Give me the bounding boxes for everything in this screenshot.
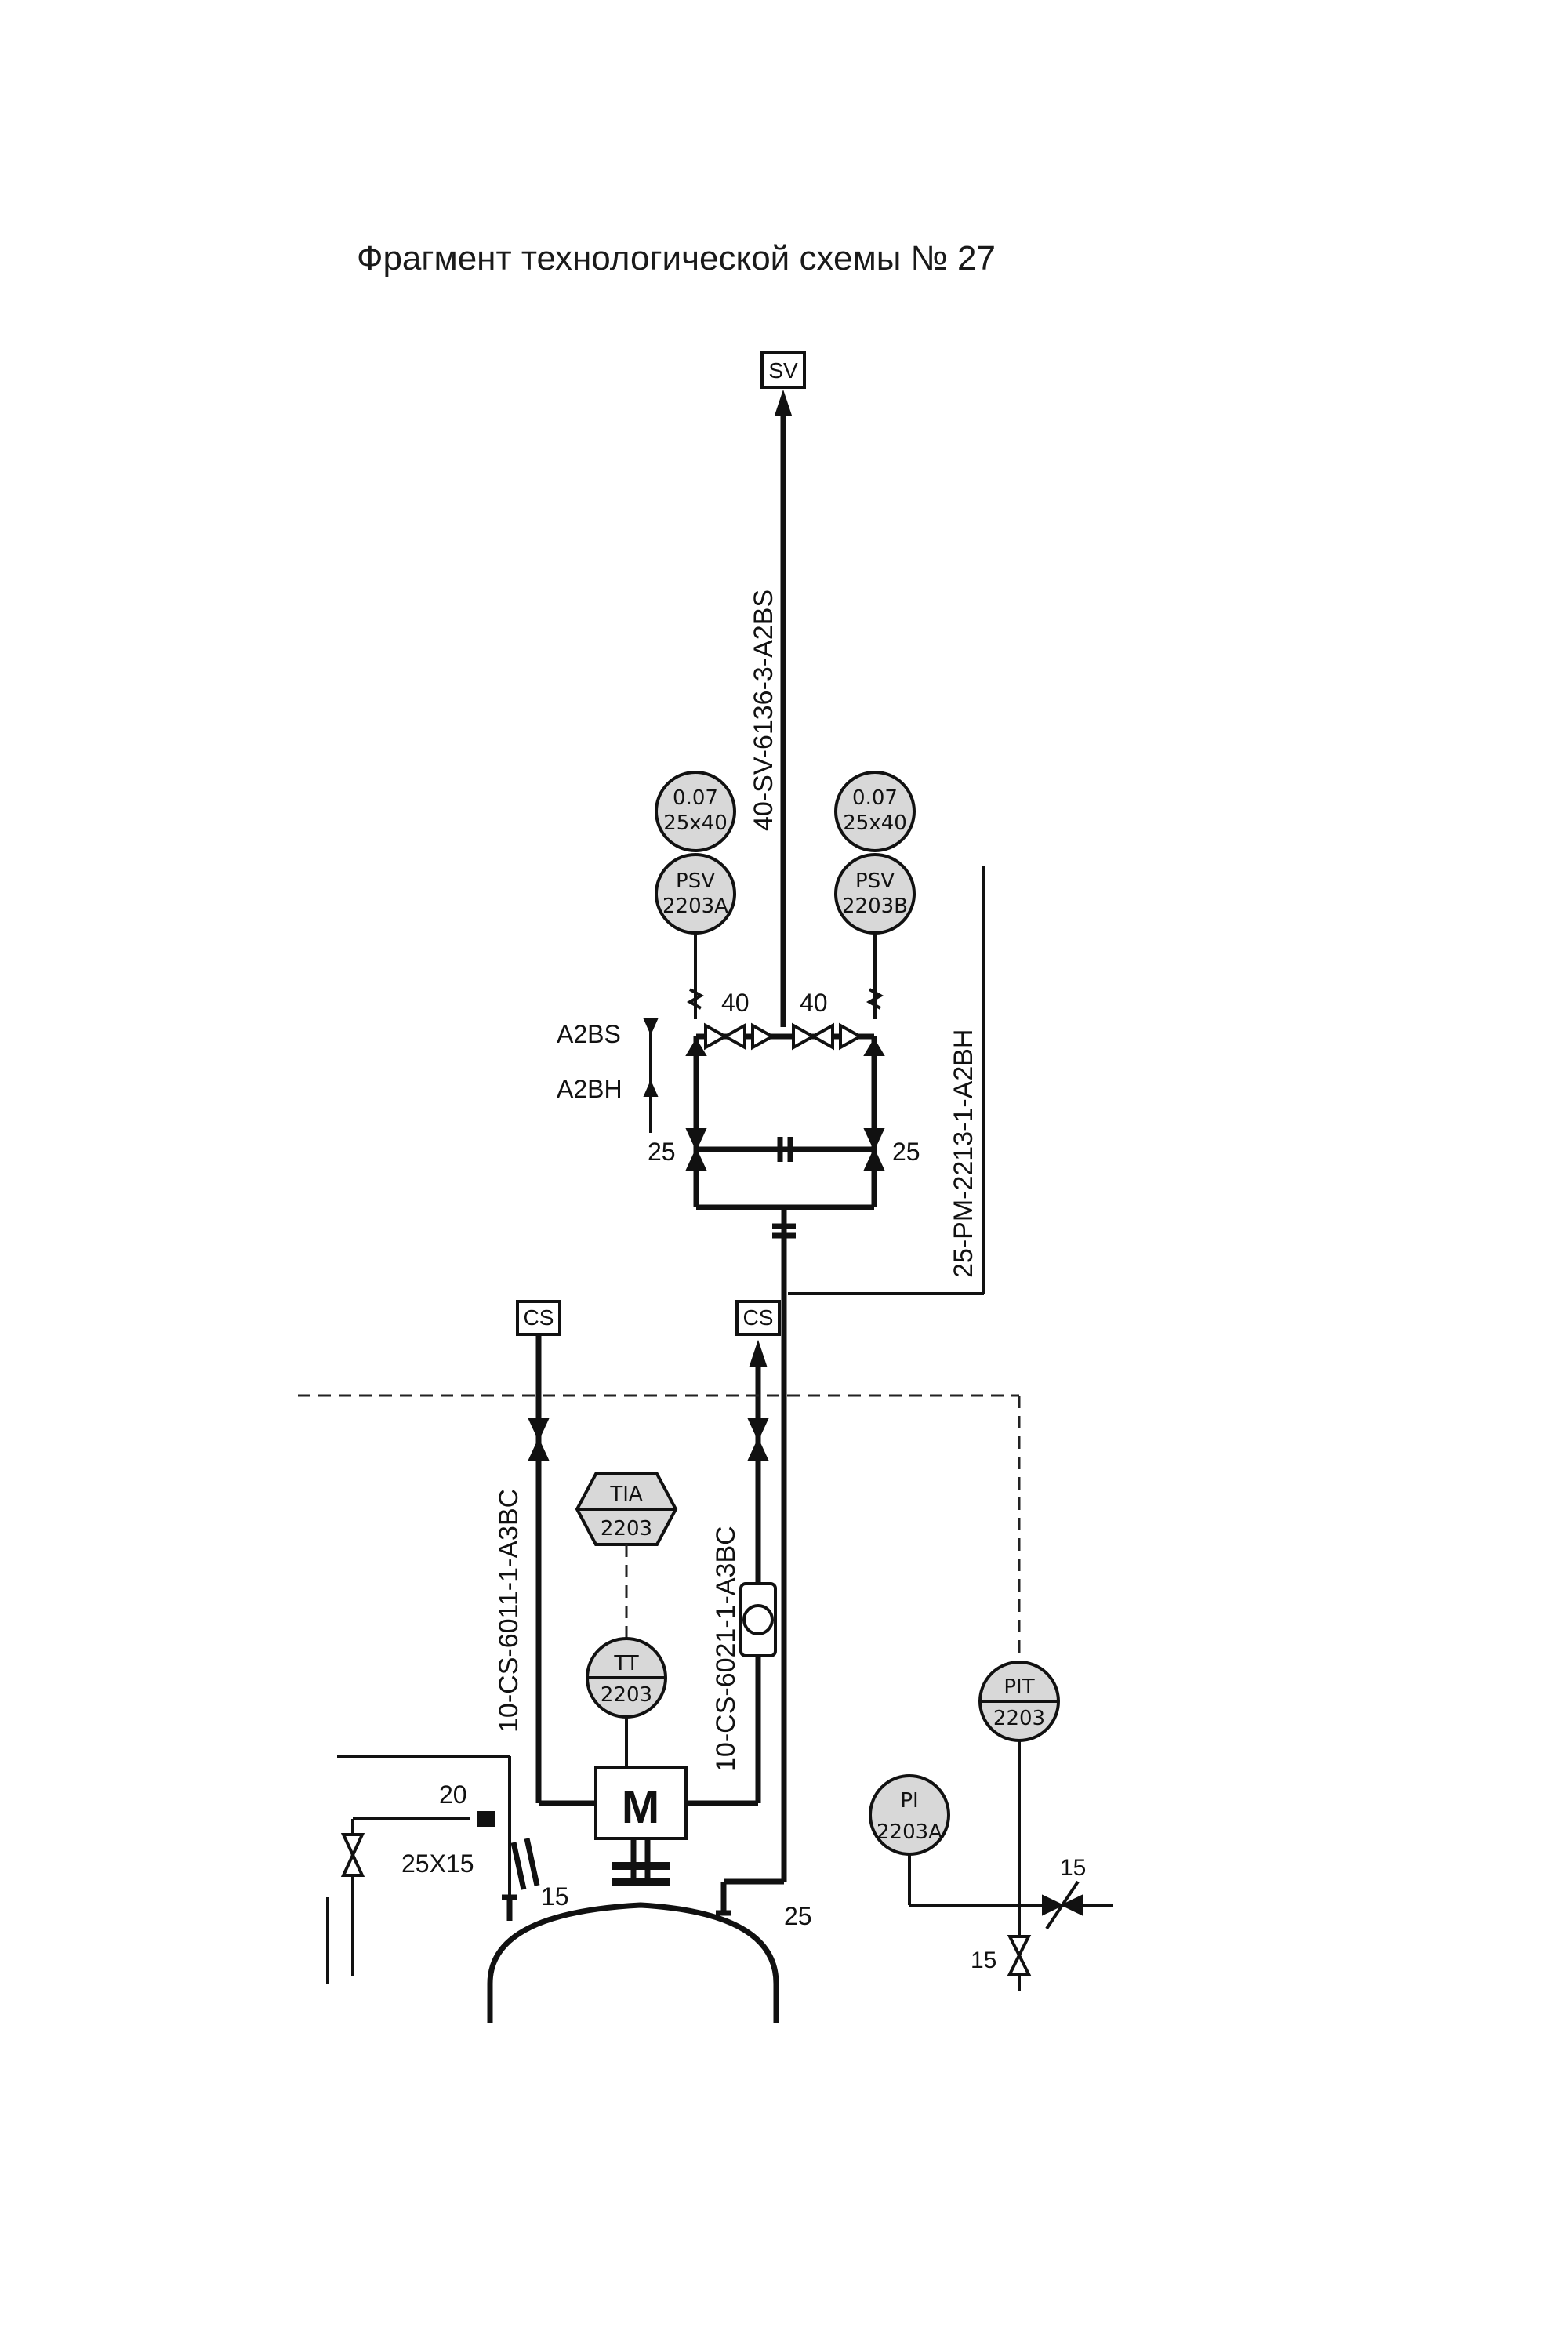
main-vent-line	[720, 1207, 787, 1913]
cs-line-left	[528, 1333, 596, 1806]
motor: M	[594, 1766, 688, 1886]
motor-label: M	[622, 1782, 659, 1833]
spec-change-upper: A2BS	[557, 1020, 621, 1048]
psv-2203b: 0.07 25x40 PSV 2203B	[834, 771, 916, 1019]
nozzle-25-label: 25	[784, 1902, 812, 1930]
psv-manifold	[685, 1022, 885, 1239]
sv-terminal: SV	[760, 351, 806, 389]
valve-15-bottom-label: 15	[971, 1947, 996, 1973]
pi-2203a: PI 2203A	[869, 1774, 1019, 1907]
psv-2203a-size: 25x40	[663, 811, 728, 835]
cs-terminal-right-label: CS	[743, 1305, 774, 1330]
spec-change-lower: A2BH	[557, 1075, 622, 1103]
cs-terminal-left-label: CS	[524, 1305, 554, 1330]
psv-outlet-size-right: 40	[800, 989, 828, 1017]
psv-2203b-number: 2203B	[842, 895, 908, 918]
cs-terminal-left: CS	[516, 1300, 561, 1336]
page-title: Фрагмент технологической схемы № 27	[357, 239, 996, 278]
psv-2203a: 0.07 25x40 PSV 2203A	[655, 771, 736, 1019]
pi-number: 2203A	[877, 1820, 942, 1844]
tia-number: 2203	[601, 1517, 652, 1541]
tia-tag: TIA	[609, 1483, 643, 1506]
sv-header-line-label: 40-SV-6136-3-A2BS	[749, 590, 779, 831]
cs-line-left-label: 10-CS-6011-1-A3BC	[494, 1489, 524, 1733]
nozzle-15-label: 15	[541, 1882, 569, 1911]
psv-2203a-number: 2203A	[662, 895, 728, 918]
psv-2203b-size: 25x40	[843, 811, 907, 835]
nozzle-20-label: 20	[439, 1780, 467, 1809]
vessel	[487, 1894, 779, 2023]
tt-2203: TT 2203	[586, 1637, 667, 1768]
sv-terminal-label: SV	[768, 358, 798, 383]
sv-header-line	[774, 389, 793, 1027]
cs-line-right	[686, 1339, 777, 1806]
psv-outlet-size-left: 40	[721, 989, 750, 1017]
pit-tag: PIT	[1004, 1675, 1034, 1699]
isolation-size-right: 25	[892, 1138, 920, 1166]
cs-terminal-right: CS	[735, 1300, 781, 1336]
psv-2203b-tag: PSV	[855, 869, 895, 893]
signal-line	[298, 1394, 1021, 1662]
pressure-tap-valves	[1007, 1880, 1113, 1976]
pm-line-label: 25-PM-2213-1-A2BH	[949, 1029, 978, 1278]
tt-number: 2203	[601, 1683, 652, 1707]
valve-15-top-label: 15	[1060, 1855, 1086, 1881]
tt-tag: TT	[613, 1652, 638, 1675]
pit-number: 2203	[993, 1707, 1045, 1730]
tia-2203: TIA 2203	[575, 1472, 678, 1546]
pm-line	[788, 866, 985, 1295]
cs-line-right-label: 10-CS-6021-1-A3BC	[711, 1526, 741, 1772]
isolation-size-left: 25	[648, 1138, 676, 1166]
left-piping	[326, 1755, 540, 1984]
spring-symbols	[686, 988, 884, 1010]
psv-2203a-set-pressure: 0.07	[673, 786, 718, 810]
reducer-label: 25X15	[401, 1849, 474, 1878]
spec-break-marker	[643, 1018, 659, 1133]
psv-2203a-tag: PSV	[676, 869, 715, 893]
pi-tag: PI	[900, 1789, 918, 1813]
psv-2203b-set-pressure: 0.07	[852, 786, 898, 810]
